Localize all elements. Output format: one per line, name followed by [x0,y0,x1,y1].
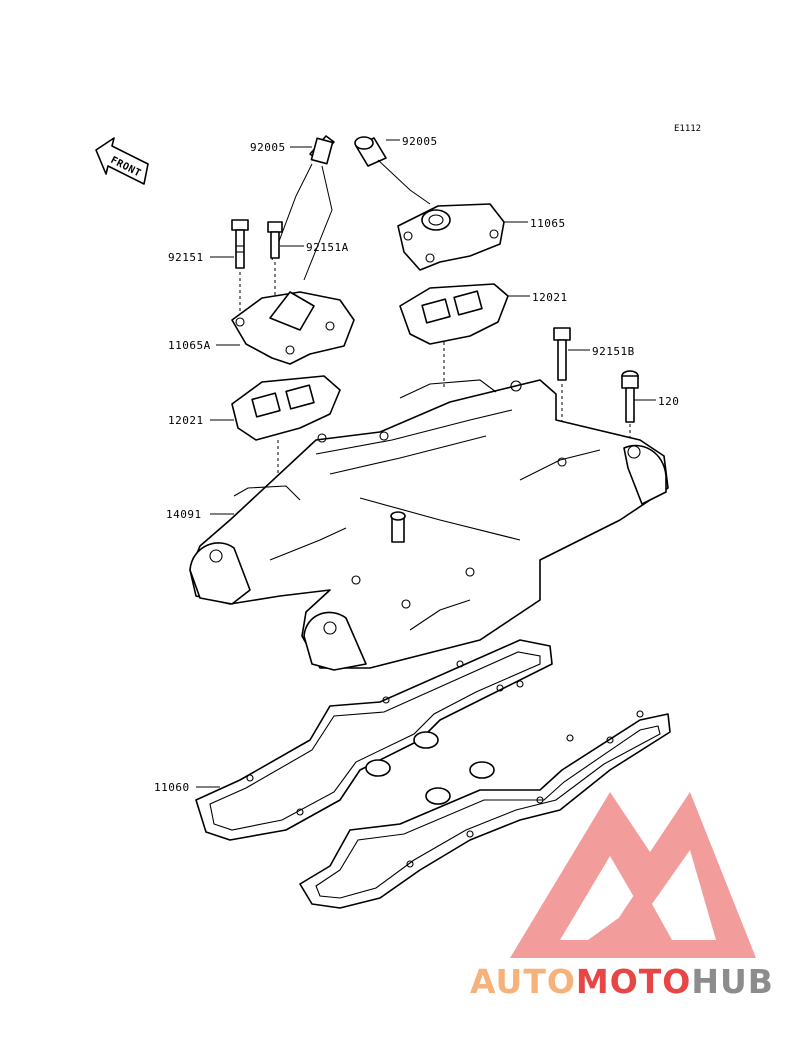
label-11065: 11065 [530,217,566,230]
label-92005-right: 92005 [402,135,438,148]
label-12021-left: 12021 [168,414,204,427]
watermark-text: AUTOMOTOHUB [470,962,774,1001]
front-arrow-icon: FRONT [95,137,149,185]
bolt-120 [621,370,639,423]
label-92151: 92151 [168,251,204,264]
watermark-moto: MOTO [576,962,691,1001]
watermark-hub: HUB [691,962,774,1001]
cylinder-head-cover-14091 [189,379,669,671]
head-cover-gasket-11060 [195,639,671,909]
label-12021-upper: 12021 [532,291,568,304]
breather-cover-11065 [397,203,505,271]
label-92151A: 92151A [306,241,349,254]
bolt-92151B [553,327,571,381]
watermark-auto: AUTO [470,962,576,1001]
breather-cover-11065A [231,291,355,365]
automotohub-logo-watermark [510,792,756,958]
label-14091: 14091 [166,508,202,521]
gasket-12021-upper [399,283,509,345]
label-120: 120 [658,395,679,408]
gasket-12021-left [231,375,341,441]
label-11060: 11060 [154,781,190,794]
bolt-92151A [267,221,283,259]
label-11065A: 11065A [168,339,211,352]
hose-92005-left [309,135,335,165]
hose-fitting-92005-right [354,136,387,167]
label-92005-left: 92005 [250,141,286,154]
bolt-92151 [231,219,249,269]
label-92151B: 92151B [592,345,635,358]
diagram-ref-code: E1112 [674,124,701,134]
